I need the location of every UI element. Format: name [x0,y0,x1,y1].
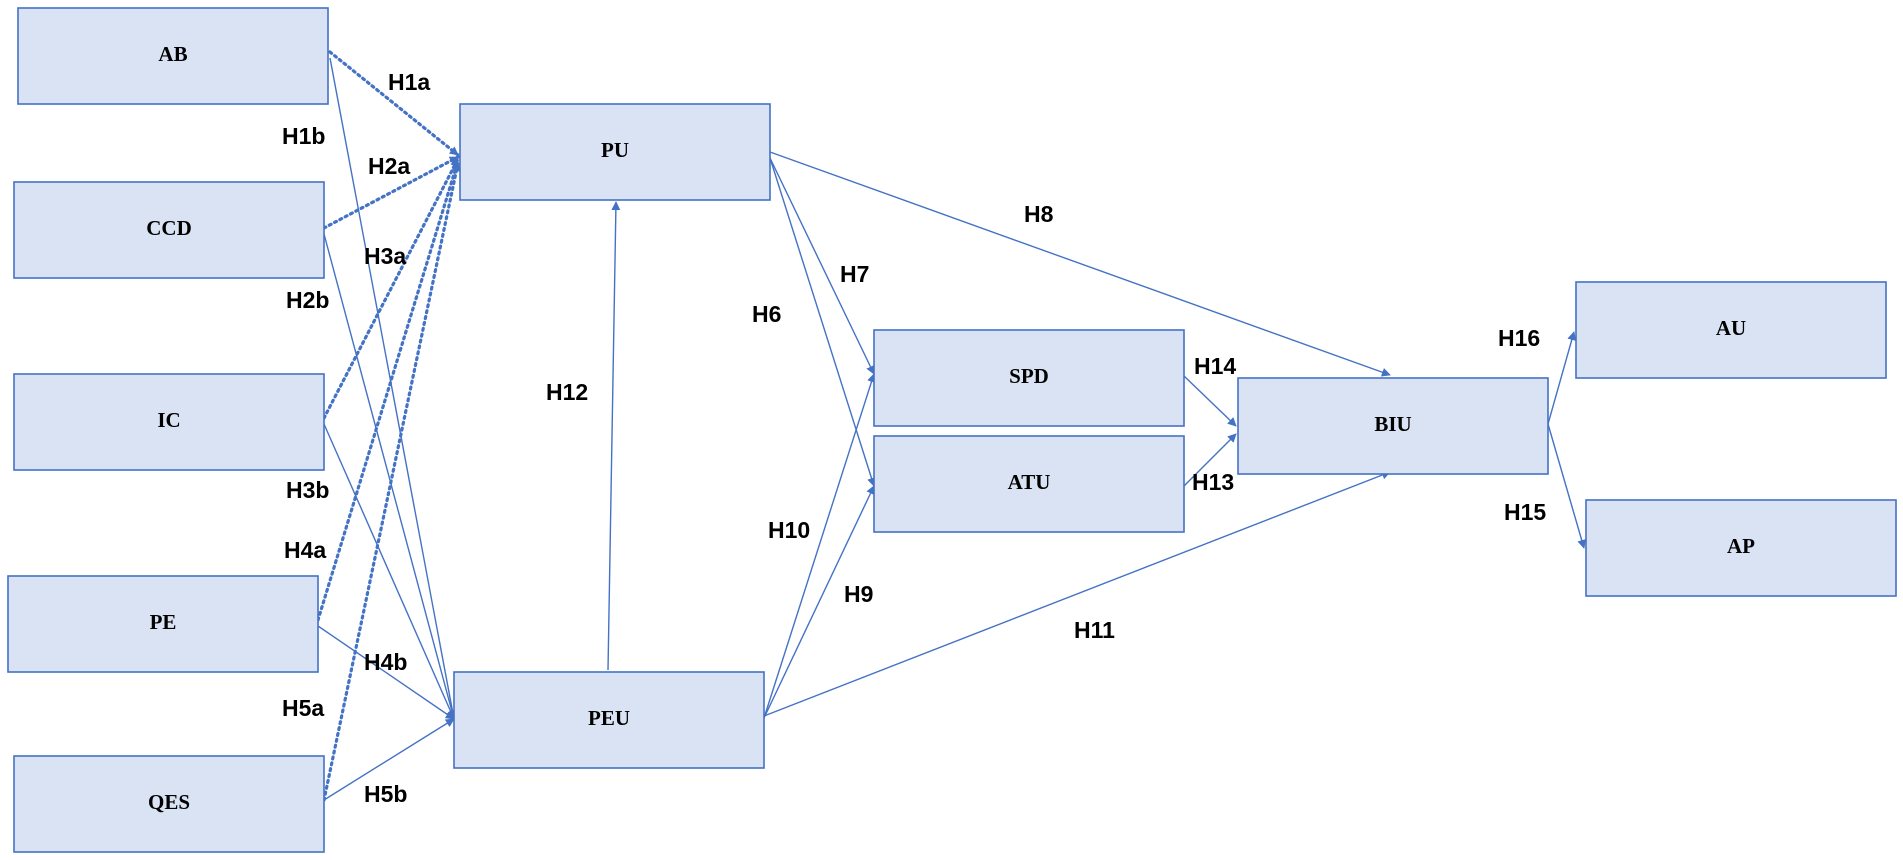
edge-ccd-pu [322,155,460,230]
edge-ic-peu [323,423,455,720]
node-au: AU [1575,281,1887,379]
edge-qes-peu [323,718,455,801]
label-h4b: H4b [364,649,407,675]
node-au-label: AU [1716,316,1746,340]
label-h5a: H5a [282,695,324,721]
node-biu-label: BIU [1374,412,1411,436]
edges [316,50,1587,802]
label-h2a: H2a [368,153,410,179]
edge-pu-spd [769,157,876,487]
label-h14: H14 [1194,353,1236,379]
label-h12: H12 [546,379,588,405]
node-ap: AP [1585,499,1897,597]
label-h16: H16 [1498,325,1540,351]
label-h11: H11 [1074,617,1115,643]
label-h5b: H5b [364,781,407,807]
node-ap-label: AP [1727,534,1755,558]
edge-ab-pu [328,50,460,157]
hypothesis-labels: H1a H1b H2a H3a H2b H3b H4a H4b H5a H5b … [282,69,1546,807]
label-h15: H15 [1504,499,1546,525]
label-h3b: H3b [286,477,329,503]
edge-ic-pu [322,157,460,420]
label-h8: H8 [1024,201,1054,227]
edge-peu-atu [763,485,875,719]
edge-spd-biu [1183,375,1237,427]
edge-pu-atu [769,157,875,375]
label-h10: H10 [768,517,810,543]
node-ic-label: IC [157,408,180,432]
node-ab: AB [17,7,329,105]
node-atu: ATU [873,435,1185,533]
node-ab-label: AB [158,42,187,66]
edge-biu-au [1547,331,1577,425]
node-ccd: CCD [13,181,325,279]
node-ic: IC [13,373,325,471]
node-pe-label: PE [150,610,177,634]
node-qes: QES [13,755,325,853]
edge-ccd-peu [323,233,457,720]
label-h2b: H2b [286,287,329,313]
node-ccd-label: CCD [146,216,192,240]
node-atu-label: ATU [1008,470,1051,494]
label-h4a: H4a [284,537,326,563]
edge-peu-biu [763,470,1391,717]
edge-pe-peu [317,625,455,720]
label-h1b: H1b [282,123,325,149]
label-h1a: H1a [388,69,430,95]
node-pu-label: PU [601,138,629,162]
edge-pu-biu [769,151,1391,377]
edge-atu-biu [1183,433,1237,487]
edge-ab-peu [329,57,457,720]
label-h6: H6 [752,301,781,327]
node-pe: PE [7,575,319,673]
edge-biu-ap [1547,423,1587,549]
node-spd-label: SPD [1009,364,1049,388]
edge-pe-pu [316,159,460,622]
node-peu-label: PEU [588,706,630,730]
label-h7: H7 [840,261,869,287]
node-biu: BIU [1237,377,1549,475]
node-pu: PU [459,103,771,201]
node-qes-label: QES [148,790,190,814]
label-h9: H9 [844,581,873,607]
label-h13: H13 [1192,469,1234,495]
edge-peu-spd [763,373,876,719]
node-peu: PEU [453,671,765,769]
label-h3a: H3a [364,243,406,269]
nodes: AB CCD IC PE QES PU PEU SPD [7,7,1897,853]
edge-peu-pu [607,201,621,671]
node-spd: SPD [873,329,1185,427]
